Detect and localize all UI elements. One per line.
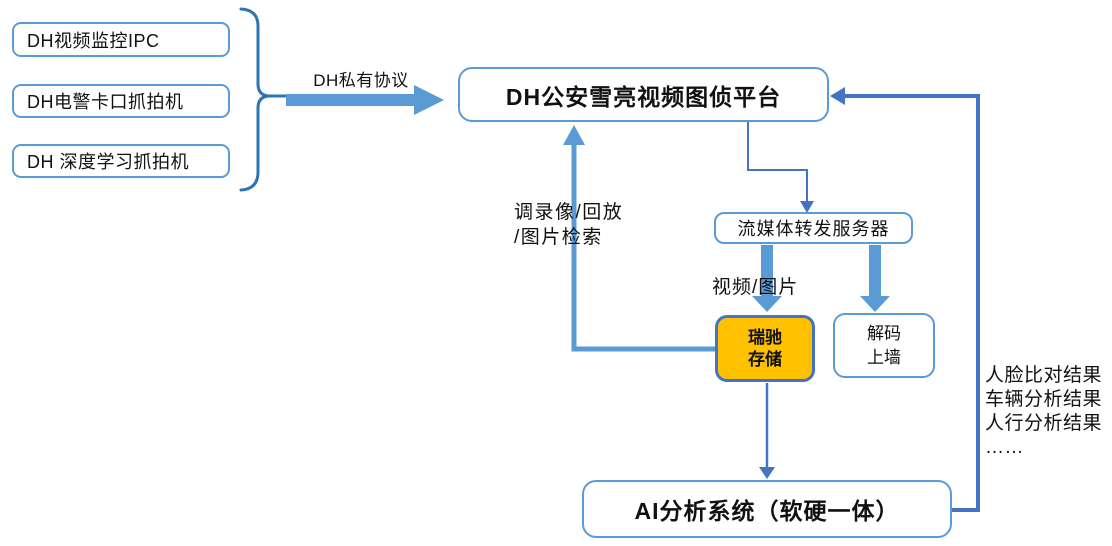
storage-box: 瑞驰 存储 <box>715 315 815 382</box>
platform-box: DH公安雪亮视频图侦平台 <box>458 67 829 122</box>
storage-to-platform-arrowhead <box>563 125 585 145</box>
streaming-server-box: 流媒体转发服务器 <box>714 212 913 244</box>
decoder-box: 解码 上墙 <box>833 313 935 378</box>
analysis-results-label: 人脸比对结果 车辆分析结果 人行分析结果 …… <box>985 365 1103 458</box>
platform-to-streaming-arrowhead <box>800 201 814 213</box>
ai-to-platform-arrowhead <box>830 87 845 105</box>
source-box-ipc: DH视频监控IPC <box>12 22 230 57</box>
video-picture-flow-label: 视频/图片 <box>712 277 799 298</box>
retrieval-flow-label: 调录像/回放 /图片检索 <box>514 202 624 248</box>
storage-to-platform-connector <box>571 142 715 352</box>
streaming-to-decoder-arrow <box>860 245 890 312</box>
source-group-brace <box>239 7 271 192</box>
decoder-box-label: 解码 上墙 <box>867 323 901 367</box>
ai-system-box-label: AI分析系统（软硬一体） <box>634 498 900 524</box>
platform-to-streaming-connector <box>747 122 808 205</box>
protocol-arrow <box>286 85 444 115</box>
storage-box-label: 瑞驰 存储 <box>748 327 782 369</box>
protocol-arrow-label: DH私有协议 <box>313 71 409 90</box>
source-box-deep-learning-camera-label: DH 深度学习抓拍机 <box>27 152 189 172</box>
streaming-server-box-label: 流媒体转发服务器 <box>737 219 890 239</box>
storage-to-ai-arrowhead <box>759 467 775 479</box>
ai-system-box: AI分析系统（软硬一体） <box>582 480 952 538</box>
ai-to-platform-feedback-connector <box>839 94 980 512</box>
streaming-to-storage-arrow <box>752 245 782 312</box>
platform-box-label: DH公安雪亮视频图侦平台 <box>505 83 782 110</box>
source-box-checkpoint-camera: DH电警卡口抓拍机 <box>12 84 230 118</box>
source-box-deep-learning-camera: DH 深度学习抓拍机 <box>12 144 230 178</box>
source-box-ipc-label: DH视频监控IPC <box>27 30 160 51</box>
source-box-checkpoint-camera-label: DH电警卡口抓拍机 <box>27 92 184 112</box>
